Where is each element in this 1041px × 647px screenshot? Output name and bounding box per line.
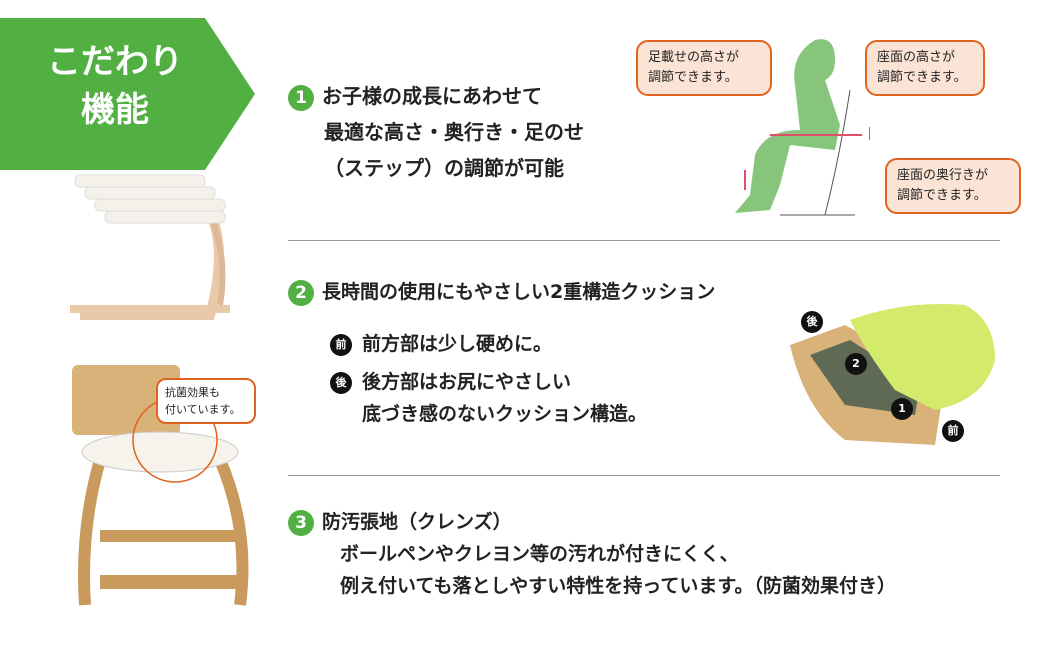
adjustment-diagram [735, 39, 870, 216]
chair-stack-image [70, 174, 230, 320]
callout-line: 足載せの高さが [648, 50, 740, 65]
front-tag: 前 [330, 333, 352, 356]
number-badge: 1 [288, 84, 314, 111]
callout-line: 座面の奥行きが [897, 168, 989, 183]
feature-text: 最適な高さ・奥行き・足のせ [324, 120, 584, 144]
number-badge: 2 [288, 279, 314, 306]
callout-line: 座面の高さが [877, 50, 956, 65]
seat-height-callout: 座面の高さが 調節できます。 [865, 40, 985, 96]
feature-text: お子様の成長にあわせて [322, 84, 542, 108]
feature-text: ボールペンやクレヨン等の汚れが付きにくく、 [340, 543, 739, 565]
back-label: 後 [801, 311, 823, 333]
divider [288, 475, 1000, 476]
callout-line: 付いています。 [165, 403, 241, 416]
front-label: 前 [942, 420, 964, 442]
feature-3: 3 防汚張地（クレンズ） ボールペンやクレヨン等の汚れが付きにくく、 例え付いても… [288, 506, 896, 602]
feature-text: 後方部はお尻にやさしい [362, 371, 572, 393]
callout-line: 調節できます。 [877, 70, 967, 85]
back-tag: 後 [330, 371, 352, 394]
callout-line: 調節できます。 [897, 188, 987, 203]
footrest-height-callout: 足載せの高さが 調節できます。 [636, 40, 772, 96]
feature-text: 例え付いても落としやすい特性を持っています。（防菌効果付き） [340, 575, 896, 597]
layer-1-label: 1 [891, 398, 913, 420]
layer-2-label: 2 [845, 353, 867, 375]
divider [288, 240, 1000, 241]
banner-title: こだわり 機能 [20, 38, 210, 134]
feature-text: 底づき感のないクッション構造。 [362, 403, 648, 425]
banner-line: 機能 [81, 90, 149, 130]
callout-line: 抗菌効果も [165, 386, 220, 399]
callout-line: 調節できます。 [648, 70, 738, 85]
seat-depth-callout: 座面の奥行きが 調節できます。 [885, 158, 1021, 214]
number-badge: 3 [288, 509, 314, 536]
feature-2: 2 長時間の使用にもやさしい2重構造クッション [288, 274, 715, 310]
feature-2-details: 前前方部は少し硬めに。 後後方部はお尻にやさしい 底づき感のないクッション構造。 [330, 328, 647, 430]
feature-text: 前方部は少し硬めに。 [362, 333, 553, 355]
banner-line: こだわり [47, 42, 183, 82]
feature-text: （ステップ）の調節が可能 [324, 156, 564, 180]
feature-1: 1 お子様の成長にあわせて 最適な高さ・奥行き・足のせ （ステップ）の調節が可能 [288, 78, 584, 186]
antibacterial-callout: 抗菌効果も 付いています。 [156, 378, 256, 424]
feature-banner [0, 18, 255, 170]
feature-title: 長時間の使用にもやさしい2重構造クッション [322, 281, 716, 303]
feature-title: 防汚張地（クレンズ） [322, 511, 512, 533]
